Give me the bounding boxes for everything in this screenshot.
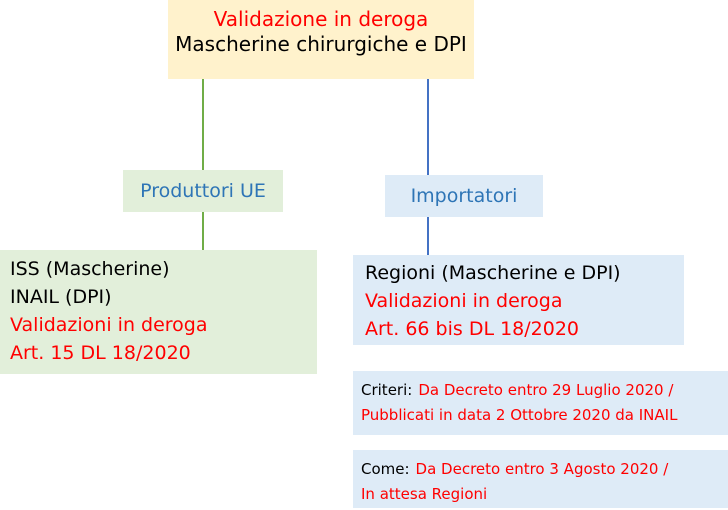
come-detail-line1: Da Decreto entro 3 Agosto 2020 / [415,460,669,478]
importers-detail-box: Regioni (Mascherine e DPI) Validazioni i… [353,255,684,345]
criteri-note-line1: Criteri: Da Decreto entro 29 Luglio 2020 … [361,378,720,403]
come-note-line2: In attesa Regioni [361,485,488,503]
come-label: Come: [361,460,410,478]
root-subtitle: Mascherine chirurgiche e DPI [175,32,467,56]
producers-line-art15: Art. 15 DL 18/2020 [10,342,191,364]
importers-line-art66: Art. 66 bis DL 18/2020 [365,318,580,340]
root-node-box: Validazione in deroga Mascherine chirurg… [168,0,474,79]
criteri-label: Criteri: [361,381,413,399]
criteri-note-line2: Pubblicati in data 2 Ottobre 2020 da INA… [361,406,678,424]
producers-line-iss: ISS (Mascherine) [10,258,170,280]
producers-line-validazioni: Validazioni in deroga [10,314,208,336]
criteri-note-box: Criteri: Da Decreto entro 29 Luglio 2020 … [353,371,728,435]
come-note-line1: Come: Da Decreto entro 3 Agosto 2020 / [361,457,720,482]
producers-line-inail: INAIL (DPI) [10,286,112,308]
come-note-box: Come: Da Decreto entro 3 Agosto 2020 / In… [353,450,728,508]
branch-label-produttori-ue: Produttori UE [123,170,283,212]
importers-line-regioni: Regioni (Mascherine e DPI) [365,262,621,284]
root-title: Validazione in deroga [213,7,429,31]
branch-label-importatori: Importatori [385,175,543,217]
branch-label-importatori-text: Importatori [410,185,518,207]
connector-line-importers [427,79,429,255]
producers-detail-box: ISS (Mascherine) INAIL (DPI) Validazioni… [0,250,317,374]
branch-label-produttori-text: Produttori UE [140,180,266,202]
connector-line-producers [202,79,204,250]
criteri-detail-line1: Da Decreto entro 29 Luglio 2020 / [418,381,674,399]
importers-line-validazioni: Validazioni in deroga [365,290,563,312]
